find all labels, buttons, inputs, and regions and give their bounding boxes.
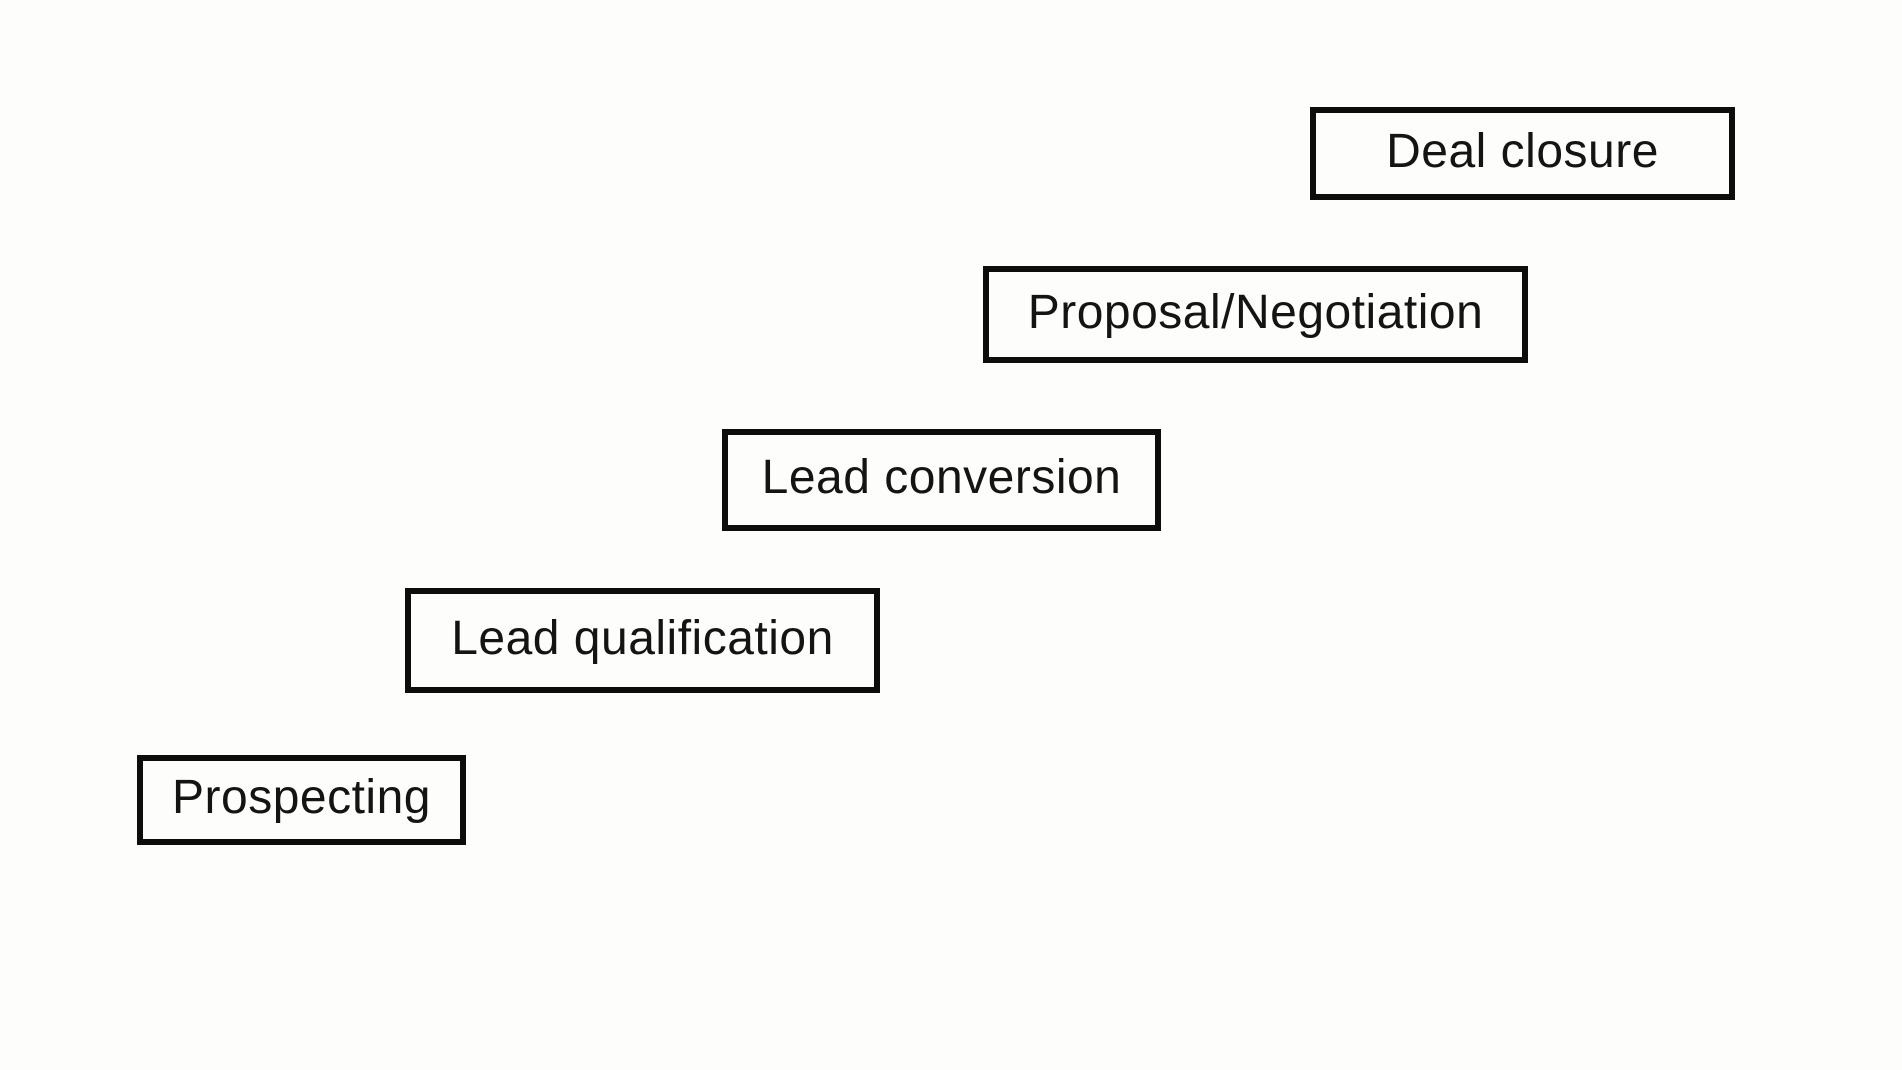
stage-box-lead-conversion: Lead conversion bbox=[722, 429, 1161, 531]
stage-label-proposal-negotiation: Proposal/Negotiation bbox=[1027, 285, 1484, 339]
stage-label-prospecting: Prospecting bbox=[172, 771, 431, 824]
stage-label-deal-closure: Deal closure bbox=[1386, 124, 1659, 178]
stage-box-deal-closure: Deal closure bbox=[1310, 107, 1735, 200]
stage-box-proposal-negotiation: Proposal/Negotiation bbox=[983, 266, 1528, 363]
stage-label-lead-conversion: Lead conversion bbox=[761, 451, 1122, 504]
stage-box-lead-qualification: Lead qualification bbox=[405, 588, 880, 693]
stage-label-lead-qualification: Lead qualification bbox=[451, 611, 834, 665]
stage-box-prospecting: Prospecting bbox=[137, 755, 466, 845]
